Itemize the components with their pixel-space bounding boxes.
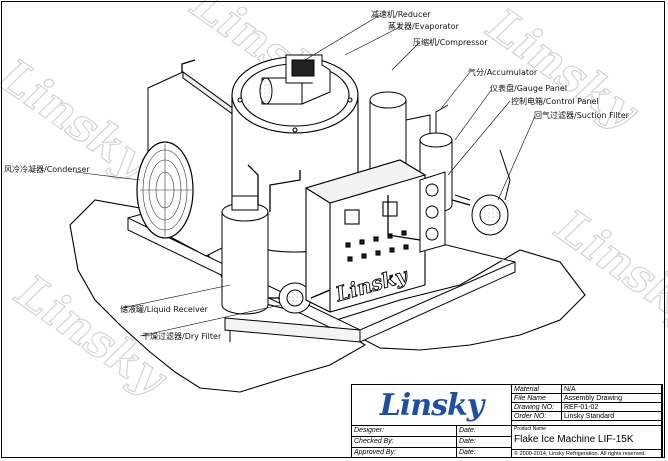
order-no-label: Order NO: — [512, 412, 562, 421]
drawing-no-label: Drawing NO: — [512, 403, 562, 412]
callout-condenser: 风冷冷凝器/Condenser — [4, 165, 90, 174]
approved-date-label: Date: — [457, 448, 512, 458]
condenser-unit — [136, 71, 239, 257]
product-name-value: Flake Ice Machine LIF-15K — [514, 434, 634, 445]
checked-date-label: Date: — [457, 437, 512, 448]
material-label: Material — [512, 385, 562, 394]
checked-by-label: Checked By: — [352, 437, 457, 448]
material-value: N/A — [562, 385, 662, 394]
title-block-logo: Linsky — [352, 385, 512, 426]
drawing-no-value: REF-01-02 — [562, 403, 662, 412]
callout-accumulator: 气分/Accumulator — [468, 68, 538, 77]
company-logo: Linsky — [379, 387, 484, 423]
product-name-cell: Product Name Flake Ice Machine LIF-15K — [512, 426, 662, 450]
suction-filter — [454, 149, 511, 236]
piping — [181, 59, 471, 299]
copyright-cell: © 2000-2014, Linsky Refrigeration. All r… — [512, 450, 662, 458]
callout-reducer: 减速机/Reducer — [371, 10, 431, 19]
callout-compressor: 压缩机/Compressor — [413, 38, 488, 47]
leader-lines — [74, 14, 536, 337]
callout-evaporator: 蒸发器/Evaporator — [388, 22, 459, 31]
callout-liquid-receiver: 储液罐/Liquid Receiver — [120, 305, 208, 314]
copyright-text: © 2000-2014, Linsky Refrigeration. All r… — [514, 451, 646, 457]
approved-by-label: Approved By: — [352, 448, 457, 458]
title-block-spacer — [512, 421, 662, 426]
gauge-panel — [419, 171, 446, 253]
product-name-label: Product Name — [514, 426, 546, 432]
reducer-motor — [259, 54, 331, 105]
designer-date-label: Date: — [457, 426, 512, 437]
file-name-value: Assembly Drawing — [562, 394, 662, 403]
control-panel-box: Linsky — [304, 159, 427, 313]
liquid-receiver — [221, 195, 269, 315]
title-block: Linsky Material N/A File Name Assembly D… — [351, 384, 663, 458]
order-no-value: Linsky Standard — [562, 412, 662, 421]
callout-dry-filter: 干燥过滤器/Dry Filter — [142, 332, 222, 341]
callout-suction-filter: 回气过滤器/Suction Filter — [534, 111, 629, 120]
callout-gauge-panel: 仪表盘/Gauge Panel — [490, 84, 567, 93]
callout-control-panel: 控制电箱/Control Panel — [511, 97, 599, 106]
designer-label: Designer: — [352, 426, 457, 437]
file-name-label: File Name — [512, 394, 562, 403]
